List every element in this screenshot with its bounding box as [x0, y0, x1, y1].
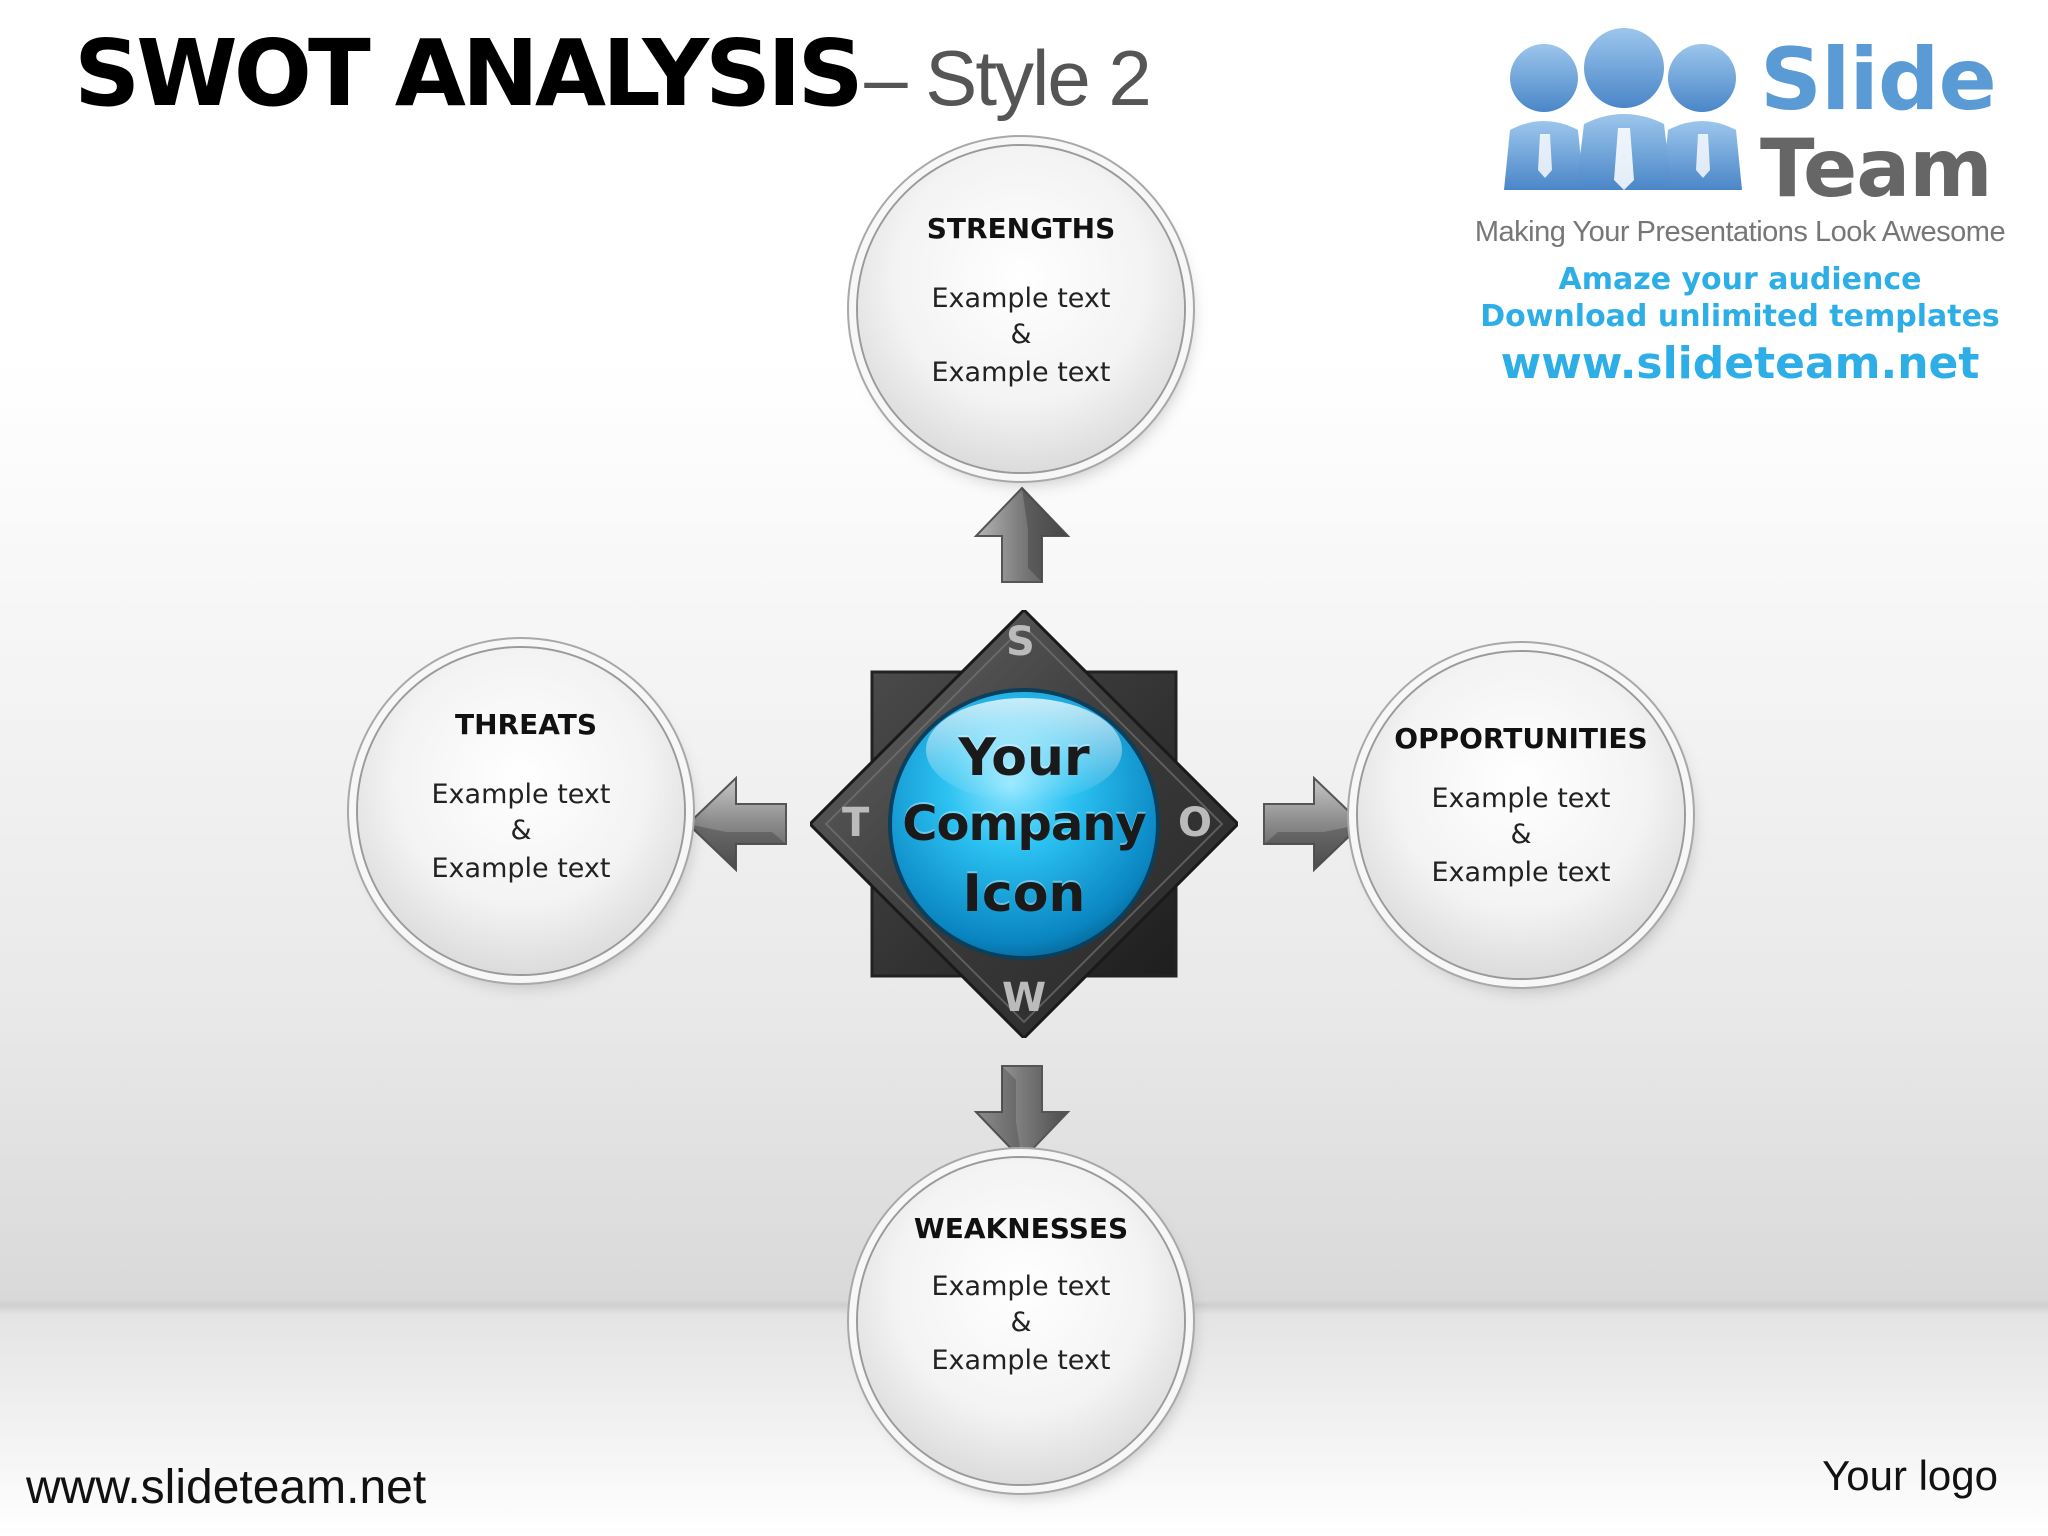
weaknesses-text-2: Example text: [931, 1345, 1111, 1376]
slide-title: SWOT ANALYSIS – Style 2: [74, 20, 1152, 127]
opportunities-amp: &: [1510, 819, 1532, 850]
opportunities-text-1: Example text: [1431, 783, 1611, 814]
weaknesses-text-1: Example text: [931, 1271, 1111, 1302]
strengths-node: STRENGTHS Example text & Example text: [858, 146, 1184, 472]
threats-text-2: Example text: [431, 853, 611, 884]
arrow-down-icon: [973, 1065, 1071, 1162]
arrow-right-icon: [1263, 776, 1364, 872]
brand-block: Slide Team Making Your Presentations Loo…: [1470, 20, 2010, 389]
strengths-text-2: Example text: [931, 357, 1111, 388]
letter-w: W: [1002, 975, 1047, 1021]
center-text-line1: Your: [958, 728, 1090, 788]
footer-logo-placeholder: Your logo: [1822, 1452, 1998, 1499]
strengths-amp: &: [1010, 319, 1032, 350]
title-main: SWOT ANALYSIS: [74, 20, 864, 127]
people-group-icon: [1504, 28, 1742, 190]
center-text-line3: Icon: [962, 864, 1086, 924]
brand-tagline: Making Your Presentations Look Awesome: [1474, 216, 2006, 248]
brand-name-team: Team: [1760, 122, 1993, 215]
letter-o: O: [1178, 800, 1213, 846]
threats-amp: &: [510, 815, 532, 846]
threats-heading: THREATS: [455, 708, 597, 741]
letter-s: S: [1006, 619, 1035, 665]
brand-promo-1: Amaze your audience: [1558, 262, 1922, 297]
letter-t: T: [842, 800, 870, 846]
opportunities-heading: OPPORTUNITIES: [1394, 722, 1648, 755]
threats-node: THREATS Example text & Example text: [358, 648, 684, 974]
brand-promo-2: Download unlimited templates: [1480, 299, 2000, 334]
brand-promo-url[interactable]: www.slideteam.net: [1500, 338, 1980, 389]
footer-url[interactable]: www.slideteam.net: [26, 1461, 427, 1514]
weaknesses-amp: &: [1010, 1307, 1032, 1338]
opportunities-node: OPPORTUNITIES Example text & Example tex…: [1358, 652, 1684, 978]
arrow-up-icon: [973, 486, 1071, 583]
strengths-heading: STRENGTHS: [926, 212, 1116, 245]
threats-text-1: Example text: [431, 779, 611, 810]
center-frame: [807, 607, 1241, 1041]
arrow-left-icon: [686, 776, 787, 872]
brand-name-slide: Slide: [1760, 30, 1997, 130]
opportunities-text-2: Example text: [1431, 857, 1611, 888]
strengths-text-1: Example text: [931, 283, 1111, 314]
weaknesses-node: WEAKNESSES Example text & Example text: [858, 1158, 1184, 1484]
center-text-line2: Company: [902, 796, 1146, 852]
weaknesses-heading: WEAKNESSES: [913, 1212, 1129, 1245]
center-company-icon: S W T O Your Company Icon: [807, 607, 1241, 1041]
title-subtitle: – Style 2: [864, 34, 1152, 122]
